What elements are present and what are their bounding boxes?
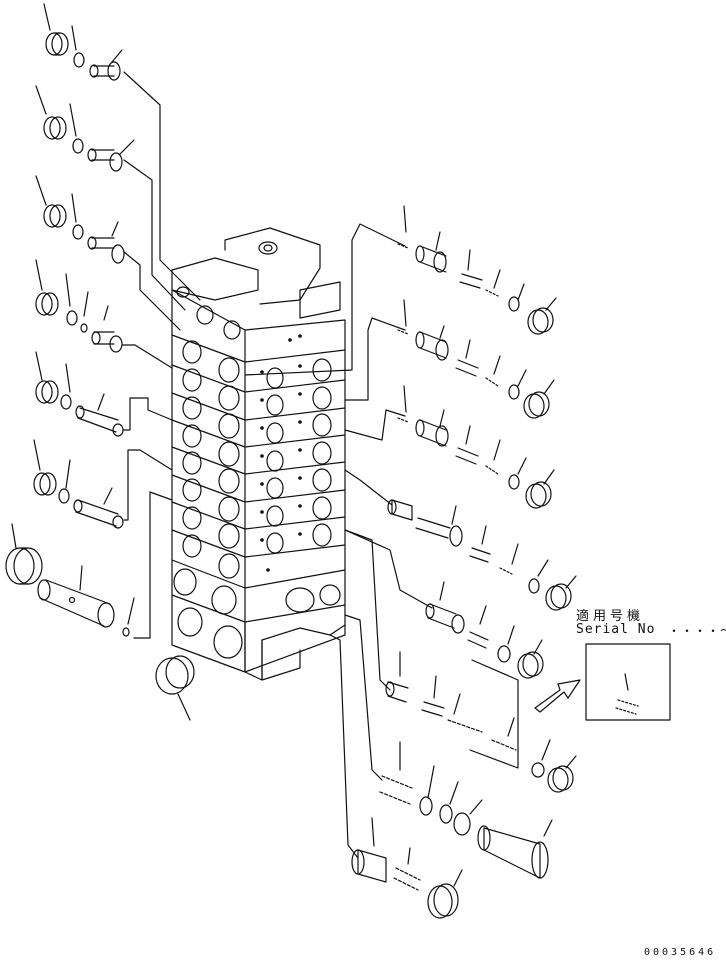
serial-number-range: ・・・・～ [668,624,726,638]
right-parts [351,205,577,919]
serial-inset [534,643,671,721]
left-parts [5,3,195,721]
drawing-number: 00035646 [644,947,717,958]
leader-lines [121,71,433,859]
serial-number-label: Serial No [576,622,656,637]
valve-body [171,227,346,681]
applicability-label: 適用号機 [576,609,645,624]
